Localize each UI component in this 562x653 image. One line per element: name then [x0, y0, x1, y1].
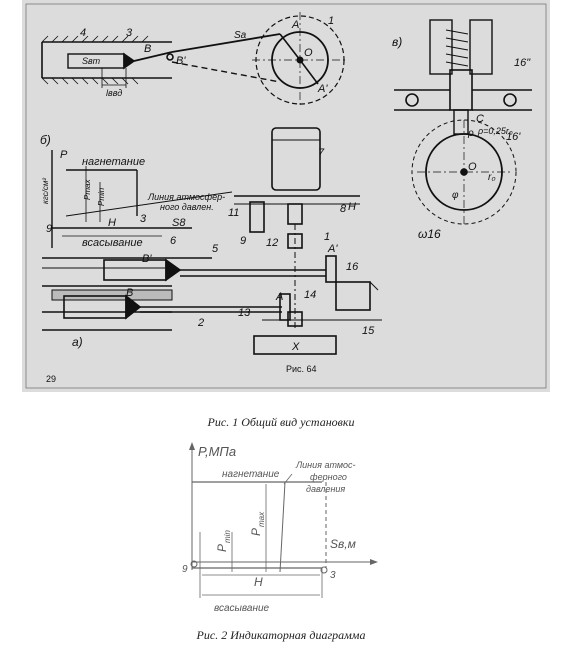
atm-line-1: Линия атмос-	[295, 460, 356, 470]
point-3-label: 3	[330, 570, 336, 581]
label-b-prime: B'	[176, 55, 186, 67]
label-a-prime-low: A'	[327, 243, 338, 255]
atm-line-2: ферного	[310, 472, 347, 482]
label-sb: S8	[172, 217, 186, 229]
point-3-marker	[320, 566, 328, 574]
indicator-diagram-small	[51, 150, 233, 248]
label-12: 12	[266, 237, 278, 249]
pmax-letter: P	[249, 528, 263, 536]
label-pmax: Pmax	[83, 179, 92, 200]
x-axis-label: Sв,м	[330, 537, 356, 551]
label-units: кгс/см²	[41, 178, 50, 204]
label-atm-line-1: Линия атмосфер-	[147, 192, 225, 202]
pmin-letter: P	[215, 544, 229, 552]
atm-leader	[283, 473, 293, 485]
label-b-low: B	[126, 287, 133, 299]
label-13: 13	[238, 307, 251, 319]
label-o: O	[304, 47, 313, 59]
label-5: 5	[212, 243, 219, 255]
label-3: 3	[126, 27, 133, 39]
pmin-label: P min	[215, 530, 232, 552]
label-a-low: A	[275, 291, 283, 303]
label-9: 9	[46, 223, 52, 235]
pmax-label: P max	[249, 511, 266, 536]
label-b-prime-low: B'	[142, 253, 152, 265]
label-8: 8	[340, 203, 347, 215]
label-atm-line-2: ного давлен.	[160, 202, 214, 212]
atm-pressure-line	[279, 481, 286, 573]
label-o-cam: O	[468, 161, 477, 173]
label-pmin: Pmin	[97, 187, 106, 206]
h-label: H	[254, 575, 263, 589]
figure2-lines	[189, 442, 378, 598]
label-l-bbo: lввд	[106, 88, 122, 98]
x-axis-arrow	[370, 559, 378, 565]
pmin-subscript: min	[223, 530, 232, 543]
y-axis-label: P,МПа	[198, 444, 236, 459]
label-4: 4	[80, 27, 86, 39]
pump-cylinders	[42, 255, 382, 331]
label-16-dprime: 16"	[514, 57, 531, 69]
label-c: C	[476, 113, 484, 125]
label-p: P	[60, 149, 68, 161]
page-number: 29	[46, 374, 56, 384]
label-a: A	[291, 19, 299, 31]
label-s-a: Sa	[234, 30, 247, 41]
label-r0: r₀	[488, 172, 496, 183]
label-h-right: H	[348, 201, 356, 213]
figure2-labels: P,МПа нагнетание Линия атмос- ферного да…	[182, 444, 356, 614]
pmax-subscript: max	[257, 511, 266, 527]
suction-label: всасывание	[214, 603, 270, 614]
figure2-caption: Рис. 2 Индикаторная диаграмма	[196, 628, 366, 642]
atm-line-3: давления	[306, 484, 345, 494]
label-16-prime: 16'	[506, 131, 521, 143]
label-rho: ρ	[467, 128, 474, 139]
label-1-top: 1	[328, 15, 334, 27]
panel-label-a: а)	[72, 335, 83, 349]
motor-and-column	[234, 127, 360, 355]
inner-caption: Рис. 64	[286, 364, 317, 374]
label-14: 14	[304, 289, 316, 301]
cam-assembly	[394, 19, 532, 225]
label-h: H	[108, 217, 116, 229]
scan-border	[25, 3, 547, 389]
label-16: 16	[346, 261, 359, 273]
label-7: 7	[318, 147, 325, 159]
label-15: 15	[362, 325, 375, 337]
point-9-marker	[190, 560, 198, 568]
crank-wheel	[252, 12, 348, 108]
panel-label-b: б)	[40, 133, 51, 147]
label-11: 11	[228, 207, 239, 219]
figure1-drawing: 4 3 Sвт B B' lввд Sa A A' O 1 7 в) 16" C…	[22, 0, 550, 392]
label-discharge: нагнетание	[82, 156, 145, 168]
label-a-prime: A'	[317, 83, 328, 95]
discharge-label: нагнетание	[222, 469, 280, 480]
label-3-diagram: 3	[140, 213, 147, 225]
label-9-mech: 9	[240, 235, 246, 247]
label-omega: ω16	[418, 227, 441, 241]
mechanism-top-left	[41, 33, 281, 88]
label-x: X	[291, 341, 300, 353]
label-phi: φ	[452, 190, 459, 201]
label-6: 6	[170, 235, 177, 247]
panel-label-v: в)	[392, 35, 402, 49]
label-rho-value: ρ=0,25r₀	[477, 126, 513, 136]
figure2-diagram: P,МПа нагнетание Линия атмос- ферного да…	[182, 442, 378, 614]
label-b: B	[144, 43, 151, 55]
y-axis-arrow	[189, 442, 195, 450]
figure1-caption: Рис. 1 Общий вид установки	[207, 415, 355, 429]
label-1-mech: 1	[324, 231, 330, 243]
point-9-label: 9	[182, 564, 188, 575]
figure1-labels: 4 3 Sвт B B' lввд Sa A A' O 1 7 в) 16" C…	[40, 15, 531, 384]
label-s-bt: Sвт	[82, 56, 101, 66]
label-2: 2	[197, 317, 204, 329]
label-suction: всасывание	[82, 237, 143, 249]
